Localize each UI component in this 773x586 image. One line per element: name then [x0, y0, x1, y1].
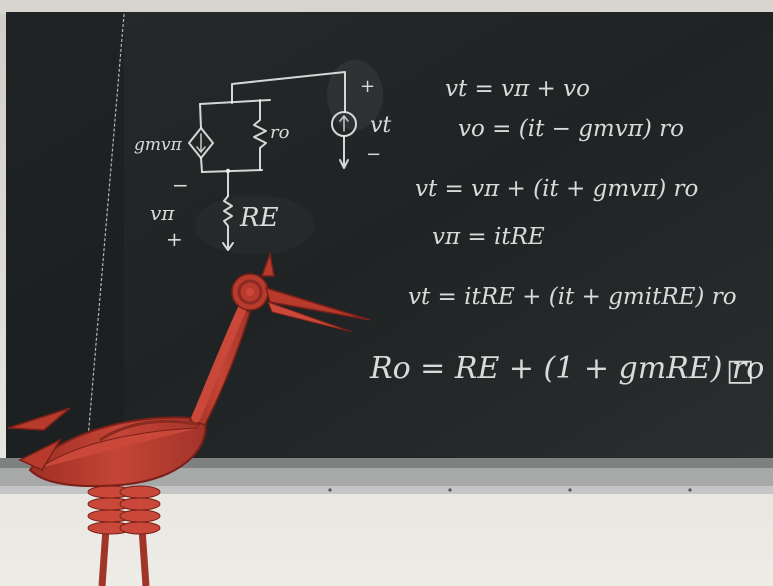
label-source-plus: +	[360, 76, 375, 97]
bird-eye-coil	[237, 279, 263, 305]
label-ro: ro	[270, 122, 290, 143]
dependent-source-arrow	[196, 133, 206, 154]
chalk-tray-lip	[0, 486, 773, 494]
resistor-re	[222, 195, 234, 251]
bird-coils	[87, 485, 161, 535]
equation-3: vt = vπ + (it + gmvπ) ro	[415, 176, 698, 202]
equation-5: vt = itRE + (it + gmitRE) ro	[408, 284, 737, 310]
bird-beak-top	[264, 286, 371, 321]
label-re: RE	[239, 203, 279, 233]
bird-wing-line	[99, 419, 201, 442]
equations: vt = vπ + vo vo = (it − gmvπ) ro vt = vπ…	[369, 76, 764, 388]
test-source-arrow	[339, 114, 349, 132]
bird-tail	[7, 407, 71, 431]
label-vpi-plus: +	[166, 227, 183, 251]
bird-sculpture	[7, 251, 371, 586]
wire-source-down	[339, 135, 349, 169]
equation-6: Ro = RE + (1 + gmRE) ro	[369, 351, 764, 386]
bird-beak-bottom	[267, 301, 353, 333]
equation-2: vo = (it − gmvπ) ro	[458, 116, 684, 142]
bird-crest	[260, 251, 275, 277]
label-vpi-minus: −	[172, 173, 189, 197]
bird-neck-band	[191, 300, 249, 423]
bird-body-rim	[39, 427, 199, 469]
chalkboard	[6, 12, 773, 464]
tray-bolts	[328, 488, 692, 492]
wire-left	[199, 103, 202, 129]
chalkboard-left-panel	[6, 12, 124, 464]
label-source-minus: −	[366, 144, 381, 165]
wall-top	[0, 0, 773, 14]
label-gm-vpi: gmvπ	[134, 135, 183, 155]
label-vt: vt	[370, 113, 391, 138]
equation-4: vπ = itRE	[432, 224, 545, 250]
equation-1: vt = vπ + vo	[445, 76, 590, 102]
bird-tail-2	[18, 438, 62, 471]
wire-bottom-bus	[201, 169, 263, 173]
label-vpi: vπ	[150, 201, 175, 225]
resistor-ro	[253, 99, 267, 171]
bird-eye	[246, 288, 254, 296]
circuit-diagram: gmvπ ro + − vt − vπ + RE	[134, 71, 391, 251]
wire-top-bus	[199, 99, 271, 105]
qed-box: □	[726, 353, 754, 388]
wire-top	[231, 71, 346, 113]
wire-left-low	[200, 157, 203, 173]
chalk-tray	[0, 468, 773, 488]
chalk-tray-top	[0, 458, 773, 468]
